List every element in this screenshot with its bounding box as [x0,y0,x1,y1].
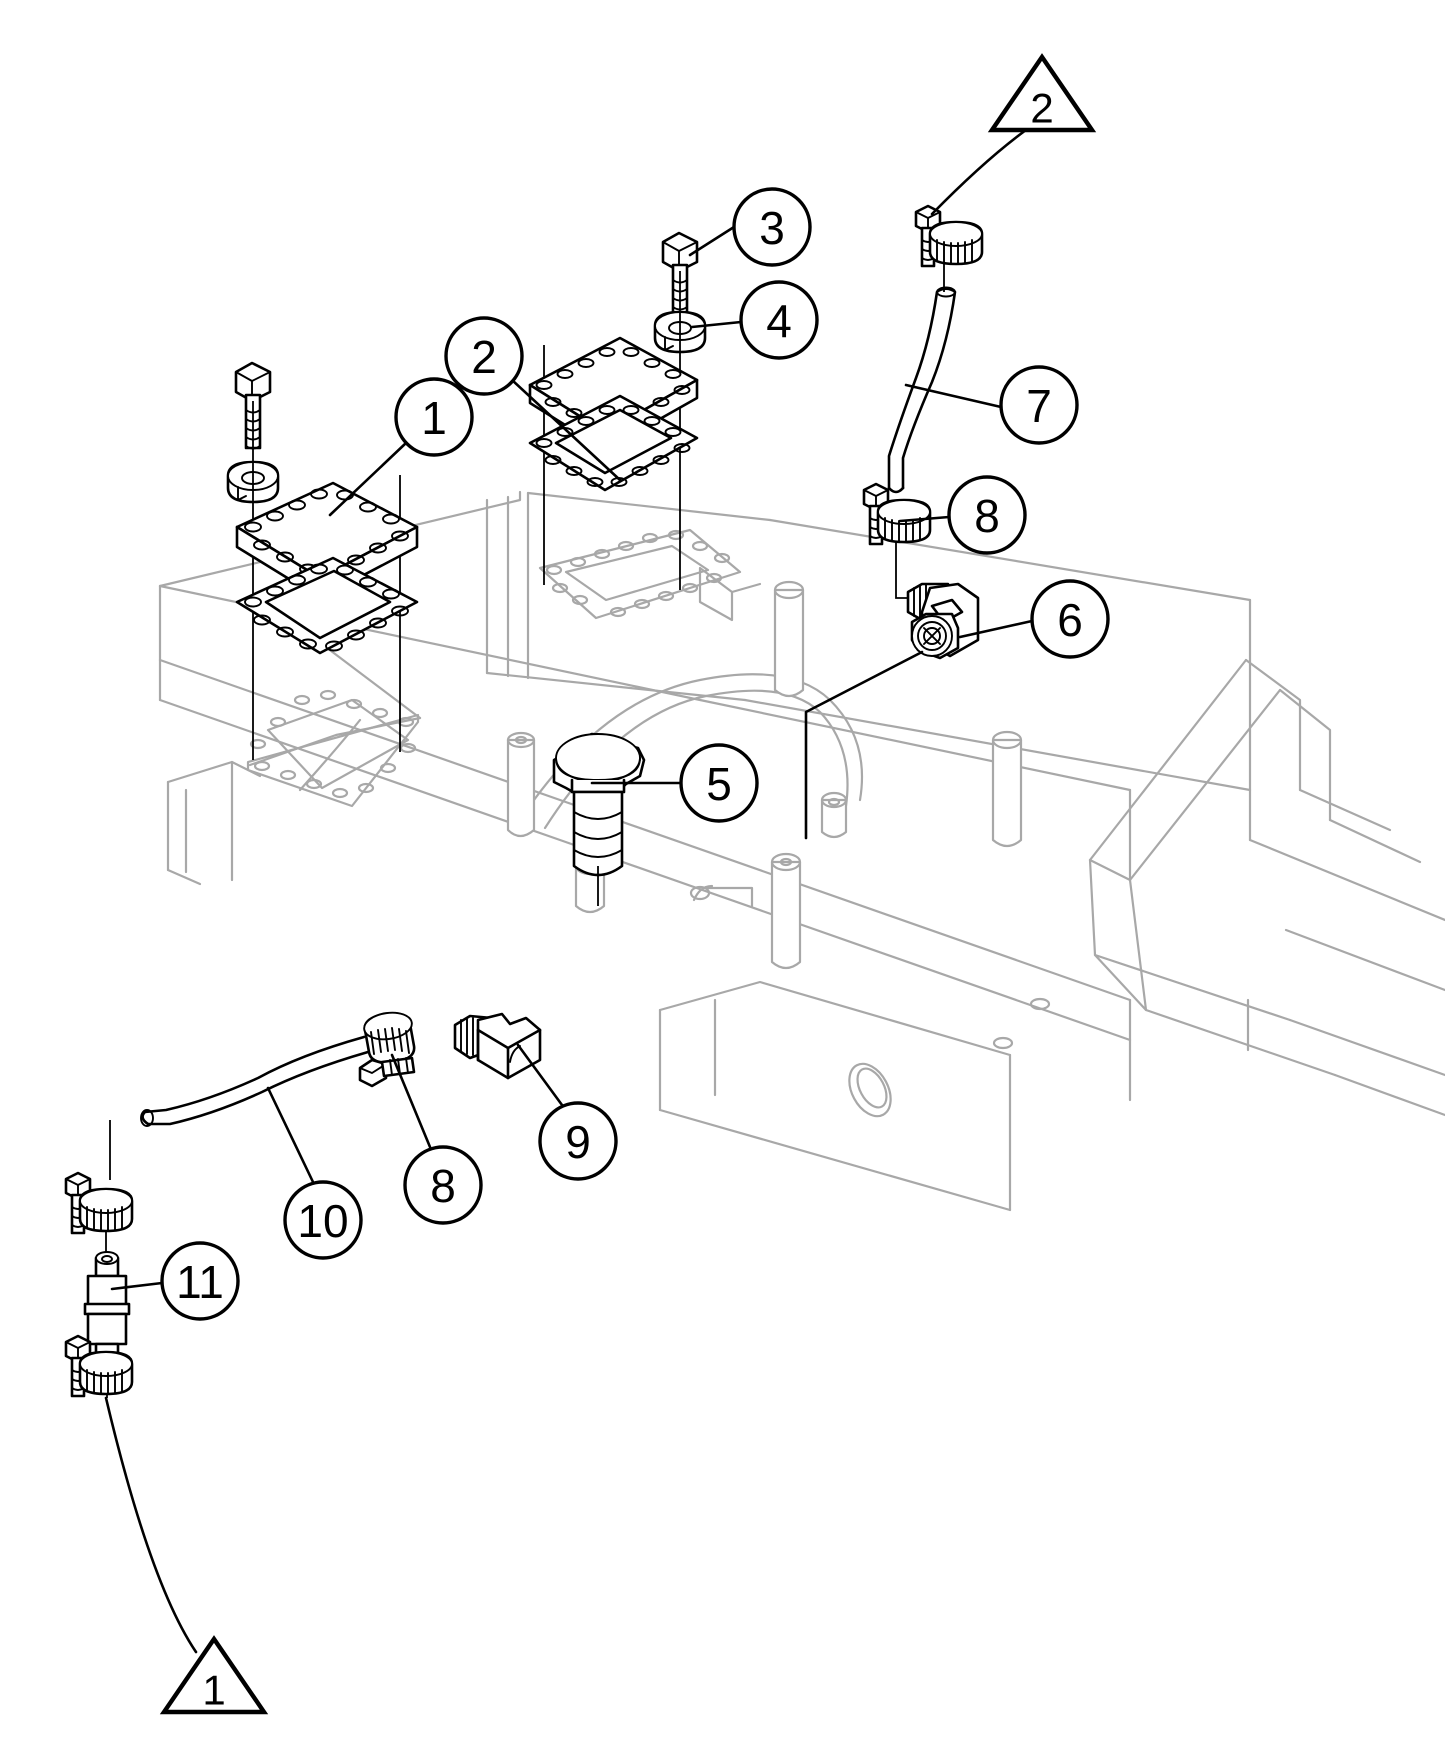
callout-10-label: 10 [297,1195,348,1247]
callout-3-label: 3 [759,202,785,254]
callout-7[interactable]: 7 [999,365,1079,445]
leader-10 [266,1086,315,1184]
gasket-middle-holes [535,405,691,487]
elbow-fitting-9 [453,1012,542,1080]
callout-11[interactable]: 11 [160,1241,240,1321]
drain-plug-5 [552,732,646,906]
callout-9[interactable]: 9 [538,1101,618,1181]
leader-2 [510,378,622,482]
hose-clamp-top [914,204,984,268]
elbow-fitting-6 [906,582,980,660]
leader-3 [688,225,736,257]
chassis-assembly [158,490,1445,1212]
lower-left-hose-assembly [64,1011,542,1398]
callout-4-label: 4 [766,295,792,347]
gasket-middle [528,394,699,492]
hose-clamp-8-lower [358,1011,416,1088]
callout-6[interactable]: 6 [1030,579,1110,659]
leader-8-lower [390,1053,432,1149]
callout-6-label: 6 [1057,594,1083,646]
hex-bolt-left [234,361,272,450]
hose-7 [887,286,957,494]
callout-8-lower[interactable]: 8 [403,1145,483,1225]
hose-clamp-valve-top [64,1171,134,1235]
callout-4[interactable]: 4 [739,280,819,360]
callout-9-label: 9 [565,1116,591,1168]
leader-lines [104,128,1034,1654]
callout-8-lower-label: 8 [430,1160,456,1212]
leader-4 [690,320,743,329]
section-marker-1[interactable]: 1 [159,1635,269,1715]
callout-10[interactable]: 10 [283,1180,363,1260]
callout-balloons: 1 2 3 4 5 6 [159,53,1110,1715]
hose-clamp-valve-bottom [64,1334,134,1398]
leader-1 [328,441,408,517]
hose-10 [140,1035,370,1127]
leader-7 [904,383,1003,409]
callout-1[interactable]: 1 [394,377,474,457]
check-valve-11 [83,1251,131,1367]
leader-9 [516,1043,564,1107]
callout-5-label: 5 [706,758,732,810]
callout-1-label: 1 [421,392,447,444]
gasket-2 [235,556,419,655]
callout-3[interactable]: 3 [732,187,812,267]
leader-8-upper [898,515,951,523]
callout-8-upper-label: 8 [974,490,1000,542]
upper-middle-assembly [528,231,707,590]
leader-tri-1 [104,1396,198,1654]
section-marker-1-label: 1 [202,1667,225,1714]
section-marker-2-label: 2 [1030,85,1053,132]
deck-flange-holes-left [249,689,417,799]
leader-11 [110,1281,164,1291]
callout-5[interactable]: 5 [679,743,759,823]
callout-2[interactable]: 2 [444,316,524,396]
section-marker-2[interactable]: 2 [987,53,1097,133]
callout-2-label: 2 [471,331,497,383]
callout-8-upper[interactable]: 8 [947,475,1027,555]
deck-flange-holes-right [545,529,731,618]
leader-tri-2 [930,128,1028,216]
callout-11-label: 11 [176,1256,224,1308]
upper-left-assembly [226,361,419,760]
gasket-2-holes [244,563,409,652]
callout-7-label: 7 [1026,380,1052,432]
leader-6 [958,619,1034,639]
